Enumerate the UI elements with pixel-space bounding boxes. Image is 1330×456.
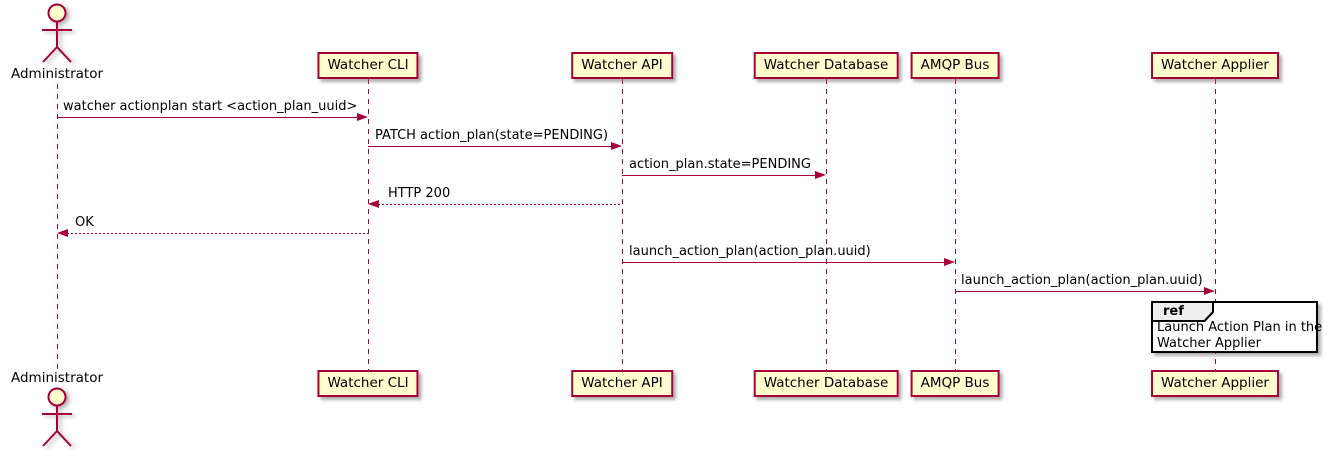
message-4-label: HTTP 200 [388, 186, 451, 201]
participant-box-watcher-applier-bottom: Watcher Applier [1151, 370, 1279, 397]
ref-tab: ref [1153, 303, 1214, 322]
message-3-label: action_plan.state=PENDING [629, 157, 811, 172]
ref-text: Launch Action Plan in the Watcher Applie… [1157, 320, 1322, 352]
message-3-arrowhead-icon [815, 171, 826, 179]
actor-figure-administrator-top [42, 3, 72, 63]
message-6-line [622, 262, 945, 263]
message-1-label: watcher actionplan start <action_plan_uu… [63, 99, 358, 114]
message-4-arrowhead-icon [368, 200, 379, 208]
participant-box-amqp-bus-top: AMQP Bus [910, 52, 1000, 79]
message-1-arrowhead-icon [357, 113, 368, 121]
participant-box-amqp-bus-bottom: AMQP Bus [910, 370, 1000, 397]
message-6-arrowhead-icon [944, 258, 955, 266]
actor-label-administrator-top: Administrator [10, 66, 104, 82]
lifeline-watcher-api [622, 79, 623, 370]
message-1-line [57, 117, 358, 118]
ref-text-line1: Launch Action Plan in the [1157, 320, 1323, 335]
lifeline-watcher-applier [1215, 79, 1216, 370]
participant-box-watcher-api-top: Watcher API [571, 52, 673, 79]
message-2-arrowhead-icon [611, 142, 622, 150]
lifeline-administrator [57, 84, 58, 370]
message-4-line [378, 204, 622, 205]
message-7-label: launch_action_plan(action_plan.uuid) [961, 273, 1203, 288]
ref-text-line2: Watcher Applier [1157, 336, 1261, 351]
message-6-label: launch_action_plan(action_plan.uuid) [629, 244, 871, 259]
message-7-line [955, 291, 1205, 292]
actor-label-administrator-bottom: Administrator [10, 370, 104, 386]
message-5-label: OK [75, 215, 94, 230]
lifeline-watcher-cli [368, 79, 369, 370]
message-7-arrowhead-icon [1204, 287, 1215, 295]
message-2-line [368, 146, 612, 147]
message-5-line [67, 233, 368, 234]
message-5-arrowhead-icon [57, 229, 68, 237]
participant-box-watcher-cli-top: Watcher CLI [317, 52, 419, 79]
participant-box-watcher-api-bottom: Watcher API [571, 370, 673, 397]
lifeline-watcher-database [826, 79, 827, 370]
participant-box-watcher-applier-top: Watcher Applier [1151, 52, 1279, 79]
participant-box-watcher-cli-bottom: Watcher CLI [317, 370, 419, 397]
ref-keyword-label: ref [1163, 304, 1184, 319]
participant-box-watcher-database-bottom: Watcher Database [753, 370, 899, 397]
message-3-line [622, 175, 816, 176]
actor-figure-administrator-bottom [42, 387, 72, 447]
participant-box-watcher-database-top: Watcher Database [753, 52, 899, 79]
message-2-label: PATCH action_plan(state=PENDING) [375, 128, 609, 143]
lifeline-amqp-bus [955, 79, 956, 370]
ref-fragment: ref Launch Action Plan in the Watcher Ap… [1151, 301, 1322, 353]
